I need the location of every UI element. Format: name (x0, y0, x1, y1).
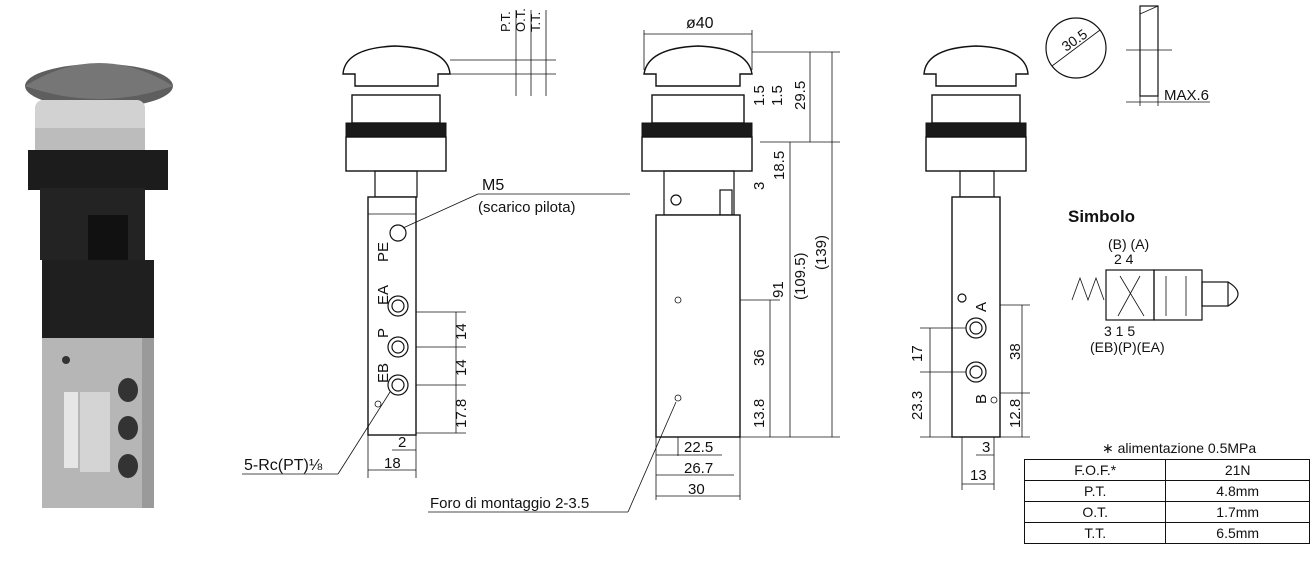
dim-23-3: 23.3 (909, 391, 926, 420)
dim-14b: 14 (453, 359, 470, 376)
dim-38: 38 (1007, 343, 1024, 360)
dim-91: 91 (770, 281, 787, 298)
spec-table: F.O.F.* 21N P.T. 4.8mm O.T. 1.7mm T.T. 6… (1023, 459, 1310, 544)
table-row: T.T. 6.5mm (1023, 522, 1310, 544)
dim-3a: 3 (751, 182, 768, 190)
dim-30-5: 30.5 (1059, 26, 1091, 55)
label-foro: Foro di montaggio 2-3.5 (430, 495, 589, 512)
side-view-left: PE EA P EB P.T. O.T. T.T. M5 (scarico pi… (242, 8, 630, 478)
valve-symbol: Simbolo (B) (A) 2 4 3 1 5 (EB)(P)(EA) (1068, 207, 1239, 355)
dim-1-5b: 1.5 (769, 85, 786, 106)
symbol-315: 3 1 5 (1104, 323, 1135, 339)
spec-note: ∗ alimentazione 0.5MPa (1102, 440, 1257, 456)
spec-label: O.T. (1023, 501, 1167, 523)
side-view-right: A B 17 23.3 38 12.8 3 13 (909, 45, 1030, 490)
dim-139: (139) (813, 235, 830, 270)
label-m5: M5 (482, 177, 504, 194)
spec-value: 21N (1165, 459, 1310, 481)
dim-17-8: 17.8 (453, 399, 470, 428)
front-view: ø40 (139) 29.5 (109.5) 91 1.5 1.5 18.5 3… (428, 15, 840, 513)
dim-18-5: 18.5 (771, 151, 788, 180)
table-row: O.T. 1.7mm (1023, 501, 1310, 523)
label-max6: MAX.6 (1164, 87, 1209, 104)
label-scarico: (scarico pilota) (478, 199, 576, 216)
product-photo (25, 63, 173, 508)
dim-109-5: (109.5) (792, 252, 809, 300)
table-row: P.T. 4.8mm (1023, 480, 1310, 502)
dim-36: 36 (751, 349, 768, 366)
label-eb: EB (375, 363, 392, 383)
symbol-title: Simbolo (1068, 207, 1135, 226)
spec-label: P.T. (1023, 480, 1167, 502)
dim-d40: ø40 (686, 15, 714, 32)
dim-17: 17 (909, 345, 926, 362)
symbol-ba: (B) (A) (1108, 236, 1149, 252)
spec-value: 1.7mm (1165, 501, 1310, 523)
label-b: B (973, 394, 990, 404)
label-rc: 5-Rc(PT)⅛ (244, 457, 323, 474)
dim-1-5a: 1.5 (751, 85, 768, 106)
mounting-plate (28, 150, 168, 190)
symbol-24: 2 4 (1114, 251, 1134, 267)
dim-13: 13 (970, 467, 987, 484)
spec-value: 6.5mm (1165, 522, 1310, 544)
spec-label: F.O.F.* (1023, 459, 1167, 481)
panel-cutout: 30.5 MAX.6 (1045, 5, 1210, 106)
dim-14a: 14 (453, 323, 470, 340)
label-pt-top: P.T. (498, 11, 513, 32)
dim-22-5: 22.5 (684, 439, 713, 456)
label-a: A (973, 302, 990, 312)
label-tt-top: T.T. (528, 12, 543, 32)
spec-label: T.T. (1023, 522, 1167, 544)
symbol-ports: (EB)(P)(EA) (1090, 339, 1165, 355)
dim-3b: 3 (982, 439, 990, 456)
dim-30: 30 (688, 481, 705, 498)
table-row: F.O.F.* 21N (1023, 459, 1310, 481)
dim-2: 2 (398, 434, 406, 451)
spec-value: 4.8mm (1165, 480, 1310, 502)
dim-18: 18 (384, 455, 401, 472)
label-ea: EA (375, 285, 392, 305)
label-p: P (375, 328, 392, 338)
valve-body-top (42, 260, 154, 340)
dim-26-7: 26.7 (684, 460, 713, 477)
dim-12-8: 12.8 (1007, 399, 1024, 428)
label-ot-top: O.T. (513, 8, 528, 32)
dim-29-5: 29.5 (792, 81, 809, 110)
label-pe: PE (375, 242, 392, 262)
dim-13-8: 13.8 (751, 399, 768, 428)
